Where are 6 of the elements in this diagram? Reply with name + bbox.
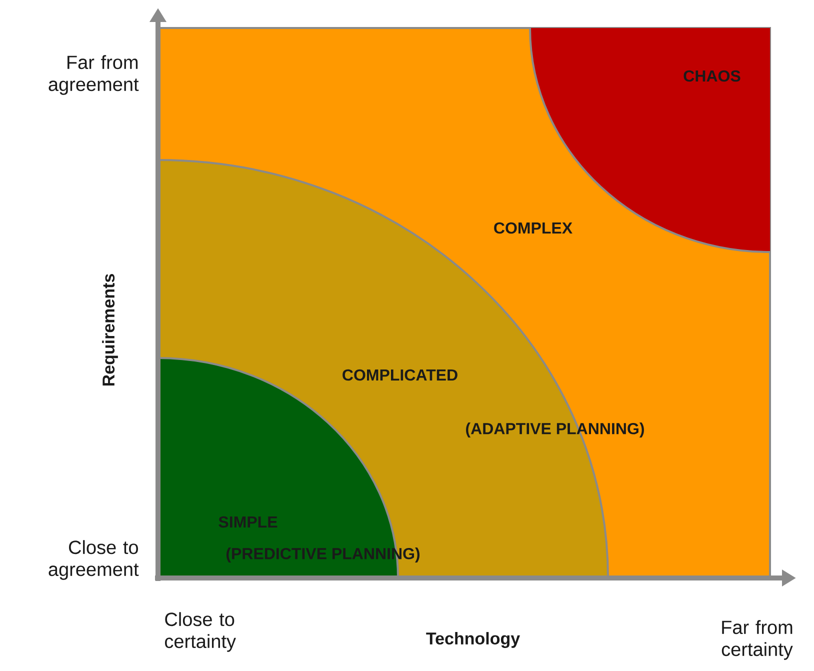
axis-title: Technology [426, 632, 520, 648]
axis-label: Far from agreement [48, 55, 139, 95]
axis-label: Close to certainty [165, 612, 236, 652]
axis-label: Far from certainty [722, 620, 793, 660]
axis-title: Requirements [102, 274, 118, 386]
axis-label: Close to agreement [48, 540, 139, 580]
